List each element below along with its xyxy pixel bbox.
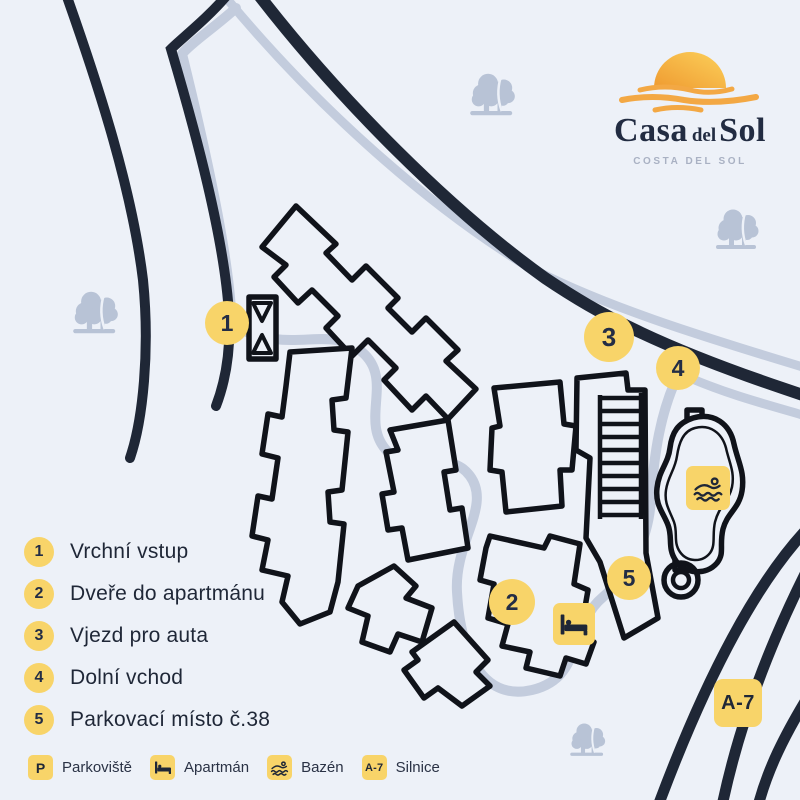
legend-chip: [150, 755, 176, 780]
legend-item-apartment: Apartmán: [150, 755, 249, 780]
building-top-large: [259, 203, 479, 422]
entrance-stairs-icon: [246, 294, 279, 362]
building-middle: [379, 417, 471, 563]
road-a7-arc-3: [753, 699, 800, 800]
map-marker-2: 2: [489, 579, 535, 625]
points-of-interest-list: 1 Vrchní vstup 2 Dveře do apartmánu 3 Vj…: [24, 537, 270, 735]
highway-badge: A-7: [361, 755, 387, 780]
tree-icon: [714, 208, 760, 251]
jacuzzi-inner: [670, 569, 692, 591]
legend-chip: [267, 755, 293, 780]
bed-icon: [560, 614, 588, 635]
list-item: 4 Dolní vchod: [24, 663, 270, 693]
legend-label: Bazén: [301, 759, 344, 776]
map-marker-5: 5: [607, 556, 651, 600]
building-lower-left: [345, 563, 435, 655]
list-item-label: Vrchní vstup: [70, 540, 189, 563]
list-item: 5 Parkovací místo č.38: [24, 705, 270, 735]
legend-item-parking: P Parkoviště: [28, 755, 132, 780]
logo-sun-icon: [619, 52, 759, 113]
legend-label: Silnice: [395, 759, 440, 776]
tree-icon: [569, 722, 607, 757]
list-item-number: 5: [24, 705, 54, 735]
jacuzzi: [661, 560, 701, 600]
list-item-number: 2: [24, 579, 54, 609]
swimmer-icon: [693, 476, 723, 502]
logo-sun-space: [575, 10, 800, 110]
list-item-label: Dveře do apartmánu: [70, 582, 266, 605]
logo-word-del: del: [691, 125, 717, 146]
highway-map-badge: A-7: [714, 679, 762, 727]
legend-label: Parkoviště: [62, 759, 133, 776]
list-item-label: Vjezd pro auta: [70, 624, 209, 647]
building-lower-center: [401, 619, 493, 709]
map-marker-4: 4: [656, 346, 700, 390]
list-item: 2 Dveře do apartmánu: [24, 579, 270, 609]
logo-word-casa: Casa: [614, 112, 688, 149]
map-marker-3: 3: [584, 312, 634, 362]
list-item: 1 Vrchní vstup: [24, 537, 270, 567]
list-item: 3 Vjezd pro auta: [24, 621, 270, 651]
pool-map-badge: [686, 466, 730, 510]
logo-title: Casa del Sol: [575, 112, 800, 150]
legend-label: Apartmán: [184, 759, 250, 776]
list-item-number: 4: [24, 663, 54, 693]
logo-subtitle: COSTA DEL SOL: [633, 156, 747, 167]
list-item-number: 3: [24, 621, 54, 651]
swimmer-icon: [270, 760, 289, 776]
apartment-map-badge: [553, 603, 595, 645]
road-branch-upper-entry: [165, 0, 235, 411]
road-a7-arc-1: [654, 528, 800, 800]
building-right-upper: [487, 379, 579, 515]
list-item-label: Parkovací místo č.38: [70, 708, 271, 731]
list-item-number: 1: [24, 537, 54, 567]
building-left-tall: [249, 345, 355, 627]
logo: Casa del Sol COSTA DEL SOL: [575, 10, 800, 167]
tree-icon: [71, 290, 120, 335]
map-marker-1: 1: [205, 301, 249, 345]
road-left: [62, 0, 151, 463]
legend-item-highway: A-7 Silnice: [361, 755, 440, 780]
parking-rows: [597, 393, 644, 519]
tree-icon: [468, 72, 517, 117]
list-item-label: Dolní vchod: [70, 666, 184, 689]
bed-icon: [154, 761, 171, 774]
map-legend: P Parkoviště Apartmán: [28, 755, 440, 780]
logo-word-sol: Sol: [719, 112, 766, 149]
parking-badge: P: [28, 755, 53, 780]
legend-item-pool: Bazén: [267, 755, 344, 780]
walk-path-right: [685, 373, 800, 419]
